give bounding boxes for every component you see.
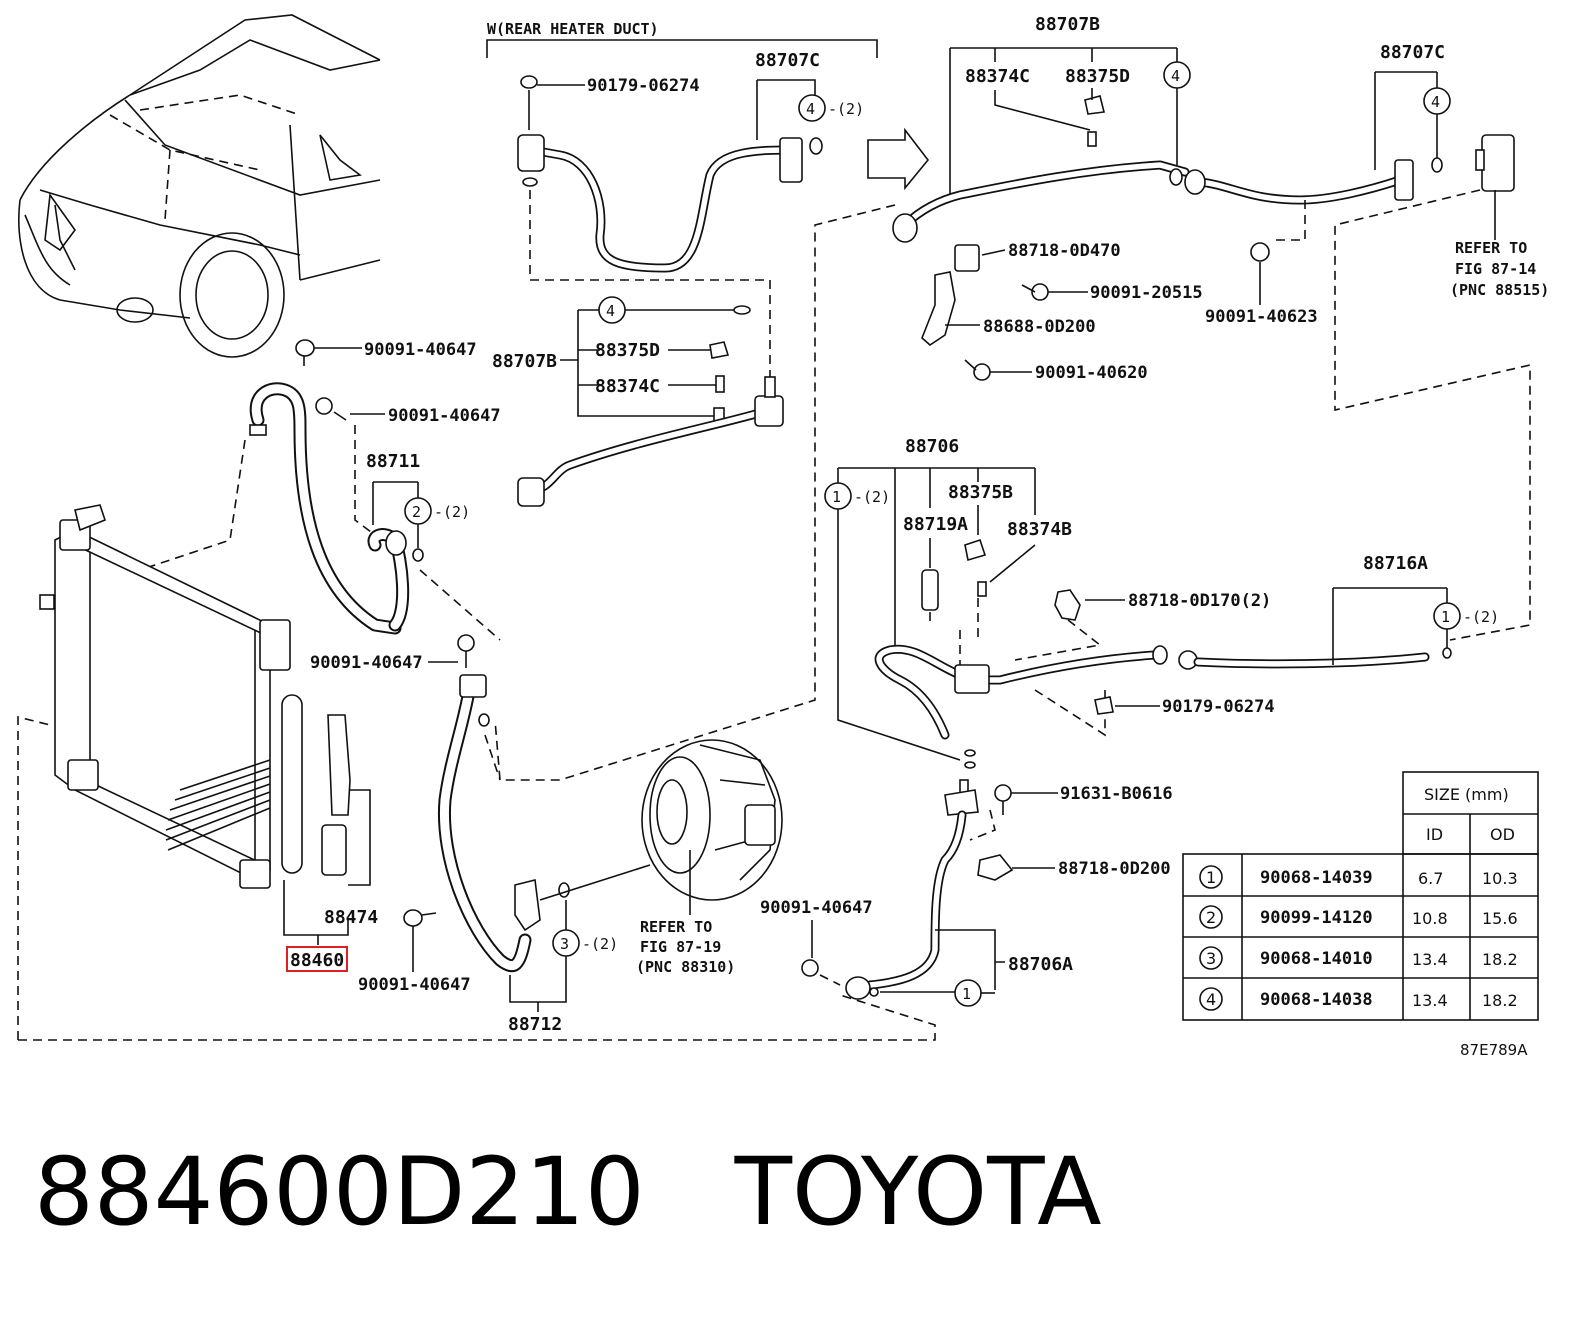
refer-comp-line3: (PNC 88310) bbox=[636, 958, 735, 976]
part-90091-20515: 90091-20515 bbox=[1090, 283, 1203, 303]
table-row: 1 90068-14039 6.7 10.3 bbox=[1199, 865, 1518, 889]
refer-right-line1: REFER TO bbox=[1455, 239, 1527, 257]
callout-1-88716A: 1 bbox=[1441, 608, 1450, 626]
row-od: 10.3 bbox=[1482, 869, 1518, 888]
callout-2-88711-qty: -(2) bbox=[434, 503, 470, 521]
callout-3-88712-qty: -(2) bbox=[582, 935, 618, 953]
part-88707C-right: 88707C bbox=[1380, 42, 1445, 63]
row-part: 90099-14120 bbox=[1260, 908, 1373, 928]
callout-4-top-left-qty: -(2) bbox=[828, 100, 864, 118]
caption: 884600D210 TOYOTA bbox=[34, 1128, 1334, 1258]
part-88706A: 88706A bbox=[1008, 954, 1073, 975]
part-90091-40647-b: 90091-40647 bbox=[388, 406, 501, 426]
callout-1-88716A-qty: -(2) bbox=[1463, 608, 1499, 626]
88712-group: 90091-40647 90091-40647 3 -(2) 88712 bbox=[310, 634, 618, 1035]
condenser-group: 88474 88460 bbox=[17, 504, 936, 1041]
table-row: 4 90068-14038 13.4 18.2 bbox=[1199, 987, 1518, 1011]
row-part: 90068-14010 bbox=[1260, 949, 1373, 969]
row-ref: 3 bbox=[1206, 949, 1216, 968]
part-88716A: 88716A bbox=[1363, 553, 1428, 574]
figure-code: 87E789A bbox=[1460, 1041, 1528, 1059]
part-88474: 88474 bbox=[324, 907, 378, 928]
part-88688-0D200: 88688-0D200 bbox=[983, 317, 1096, 337]
part-90091-40620: 90091-40620 bbox=[1035, 363, 1148, 383]
table-row: 3 90068-14010 13.4 18.2 bbox=[1199, 946, 1518, 970]
table-row: 2 90099-14120 10.8 15.6 bbox=[1199, 905, 1518, 929]
callout-4-mid-left: 4 bbox=[606, 302, 615, 320]
row-ref: 1 bbox=[1206, 868, 1216, 887]
88707B-top-group: 88707B 88374C 88375D 4 88707C 4 REFER TO… bbox=[494, 14, 1549, 781]
parts-diagram: W(REAR HEATER DUCT) 90179-06274 88707C 4… bbox=[17, 14, 1549, 1059]
row-ref: 2 bbox=[1206, 908, 1216, 927]
part-88707B-mid: 88707B bbox=[492, 351, 557, 372]
part-90091-40647-c: 90091-40647 bbox=[310, 653, 423, 673]
callout-1-88706A: 1 bbox=[962, 985, 971, 1003]
duct-label: W(REAR HEATER DUCT) bbox=[487, 20, 659, 38]
part-88374C-top: 88374C bbox=[965, 66, 1030, 87]
callout-4-top-left: 4 bbox=[806, 100, 815, 118]
part-90091-40647-e: 90091-40647 bbox=[760, 898, 873, 918]
part-88707B-top: 88707B bbox=[1035, 14, 1100, 35]
row-part: 90068-14038 bbox=[1260, 990, 1373, 1010]
part-88375D-top: 88375D bbox=[1065, 66, 1130, 87]
refer-right-line3: (PNC 88515) bbox=[1450, 281, 1549, 299]
part-88718-0D470: 88718-0D470 bbox=[1008, 241, 1121, 261]
part-91631-B0616: 91631-B0616 bbox=[1060, 784, 1173, 804]
size-table-col-od: OD bbox=[1490, 825, 1515, 844]
part-90179-06274-top: 90179-06274 bbox=[587, 76, 700, 96]
part-88718-0D170: 88718-0D170(2) bbox=[1128, 591, 1271, 611]
part-88707C-left: 88707C bbox=[755, 50, 820, 71]
highlight-box bbox=[286, 946, 348, 972]
part-88375B: 88375B bbox=[948, 482, 1013, 503]
part-90091-40647-d: 90091-40647 bbox=[358, 975, 471, 995]
compressor-group: REFER TO FIG 87-19 (PNC 88310) bbox=[539, 739, 783, 976]
88707B-mid-group: 88707B 4 88375D 88374C bbox=[492, 296, 784, 507]
brand-name: TOYOTA bbox=[734, 1138, 1102, 1247]
88711-group: 90091-40647 90091-40647 88711 2 -(2) bbox=[79, 339, 501, 641]
part-88460-target: 88460 bbox=[290, 950, 344, 971]
row-od: 18.2 bbox=[1482, 950, 1518, 969]
88706-group: 88706 1 -(2) 88375B 88719A 88374B 88716A… bbox=[824, 436, 1499, 769]
callout-4-top-mid: 4 bbox=[1171, 67, 1180, 85]
part-88719A: 88719A bbox=[903, 514, 968, 535]
callout-1-88706: 1 bbox=[832, 488, 841, 506]
row-id: 13.4 bbox=[1412, 950, 1448, 969]
refer-right-line2: FIG 87-14 bbox=[1455, 260, 1536, 278]
row-id: 13.4 bbox=[1412, 991, 1448, 1010]
row-od: 18.2 bbox=[1482, 991, 1518, 1010]
part-90091-40623: 90091-40623 bbox=[1205, 307, 1318, 327]
row-id: 6.7 bbox=[1418, 869, 1443, 888]
row-ref: 4 bbox=[1206, 990, 1216, 1009]
callout-3-88712: 3 bbox=[560, 935, 569, 953]
row-part: 90068-14039 bbox=[1260, 868, 1373, 888]
callout-2-88711: 2 bbox=[412, 503, 421, 521]
size-table-col-id: ID bbox=[1426, 825, 1443, 844]
part-88712: 88712 bbox=[508, 1014, 562, 1035]
row-od: 15.6 bbox=[1482, 909, 1518, 928]
part-88718-0D200: 88718-0D200 bbox=[1058, 859, 1171, 879]
size-table-header: SIZE (mm) bbox=[1424, 785, 1509, 804]
condenser-fins bbox=[165, 759, 271, 851]
part-number: 884600D210 bbox=[34, 1138, 645, 1247]
88706A-group: 91631-B0616 88718-0D200 90091-40647 1 88… bbox=[760, 779, 1173, 1007]
vehicle-illustration bbox=[17, 14, 381, 358]
size-table: SIZE (mm) ID OD 1 90068-14039 6.7 10.3 2… bbox=[1182, 771, 1539, 1021]
refer-comp-line2: FIG 87-19 bbox=[640, 938, 721, 956]
callout-1-88706-qty: -(2) bbox=[854, 488, 890, 506]
part-90179-06274-bot: 90179-06274 bbox=[1162, 697, 1275, 717]
refer-comp-line1: REFER TO bbox=[640, 918, 712, 936]
part-88706: 88706 bbox=[905, 436, 959, 457]
row-id: 10.8 bbox=[1412, 909, 1448, 928]
rear-heater-group: W(REAR HEATER DUCT) 90179-06274 88707C 4… bbox=[486, 20, 878, 380]
part-88711: 88711 bbox=[366, 451, 420, 472]
part-90091-40647-a: 90091-40647 bbox=[364, 340, 477, 360]
part-88375D-mid: 88375D bbox=[595, 340, 660, 361]
part-88374C-mid: 88374C bbox=[595, 376, 660, 397]
part-88374B: 88374B bbox=[1007, 519, 1072, 540]
callout-4-top-right: 4 bbox=[1431, 93, 1440, 111]
